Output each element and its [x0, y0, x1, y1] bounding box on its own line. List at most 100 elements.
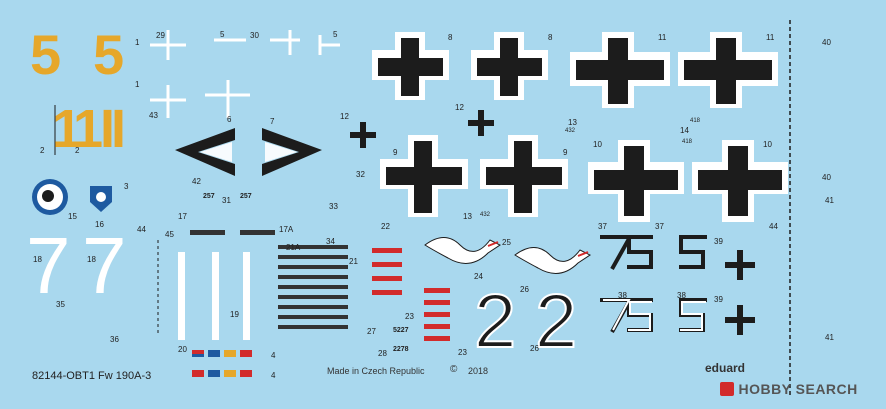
decal-number: 27: [367, 327, 376, 336]
decal-number: 10: [763, 140, 772, 149]
decal-number: 2: [40, 146, 45, 155]
decal-number: 11: [658, 33, 667, 42]
eduard-logo: eduard: [705, 361, 746, 375]
decal-number: 21: [349, 257, 358, 266]
decal-number: 4: [271, 351, 276, 360]
chevron-icon: [175, 128, 322, 176]
yellow-numeral: 5: [93, 23, 125, 86]
decal-number: 42: [192, 177, 201, 186]
decal-number: 39: [714, 295, 723, 304]
outlined-numeral-fill: [603, 299, 706, 331]
decal-number: 30: [250, 31, 259, 40]
small-code: 418: [682, 139, 693, 145]
decal-number: 13: [463, 212, 472, 221]
decal-number: 1: [135, 38, 140, 47]
decal-number: 12: [455, 103, 464, 112]
yellow-numeral: II: [100, 99, 126, 159]
yellow-numeral: 5: [30, 23, 62, 86]
decal-number: 22: [381, 222, 390, 231]
outlined-numeral-icon: [600, 235, 707, 333]
white-cross-icon: [150, 30, 340, 118]
decal-number: 13: [568, 118, 577, 127]
decal-number: 11: [766, 33, 775, 42]
serial-number: 5227: [393, 327, 409, 334]
decal-number: 8: [448, 33, 453, 42]
decal-number: 9: [393, 148, 398, 157]
balkenkreuz-icon: [380, 135, 788, 222]
decal-number: 31: [222, 196, 231, 205]
decal-number: 32: [356, 170, 365, 179]
decal-number: 37: [598, 222, 607, 231]
decal-number: 14: [680, 126, 689, 135]
decal-number: 23: [405, 312, 414, 321]
decal-number: 26: [530, 344, 539, 353]
decal-number: 38: [618, 291, 627, 300]
decal-number: 17: [178, 212, 187, 221]
decal-number: 26: [520, 285, 529, 294]
decal-number: 36: [110, 335, 119, 344]
small-code: 418: [690, 118, 701, 124]
decal-number: 16: [95, 220, 104, 229]
small-code: 432: [565, 128, 576, 134]
decal-number: 40: [822, 173, 831, 182]
decal-number: 4: [271, 371, 276, 380]
flag-icon: [192, 350, 252, 377]
decal-number: 17A: [279, 225, 294, 234]
fish-dragon-icon: [424, 237, 591, 274]
decal-number: 7: [270, 117, 275, 126]
decal-number: 5: [333, 30, 338, 39]
decal-number: 6: [227, 115, 232, 124]
decal-number: 21A: [286, 243, 301, 252]
decal-number: 1: [135, 80, 140, 89]
decal-number: 12: [340, 112, 349, 121]
decal-number: 41: [825, 333, 834, 342]
copyright-symbol: ©: [450, 364, 458, 375]
decal-number: 23: [458, 348, 467, 357]
decal-number: 37: [655, 222, 664, 231]
black-numeral: 2: [473, 278, 517, 365]
small-code: 432: [480, 212, 491, 218]
decal-number: 20: [178, 345, 187, 354]
decal-number: 39: [714, 237, 723, 246]
white-numeral: 7: [26, 221, 71, 310]
decal-number: 2: [75, 146, 80, 155]
decal-number: 19: [230, 310, 239, 319]
decal-number: 8: [548, 33, 553, 42]
small-code: 257: [203, 193, 215, 200]
decal-number: 34: [326, 237, 335, 246]
hobby-search-text: HOBBY SEARCH: [738, 380, 858, 397]
decal-number: 18: [33, 255, 42, 264]
sheet-code: 82144-OBT1 Fw 190A-3: [32, 370, 152, 382]
red-stencil-strips: [372, 248, 450, 341]
decal-number: 15: [68, 212, 77, 221]
decal-number: 5: [220, 30, 225, 39]
decal-number: 29: [156, 31, 165, 40]
white-numeral: 7: [82, 221, 127, 310]
decal-number: 40: [822, 38, 831, 47]
decal-number: 33: [329, 202, 338, 211]
decal-number: 28: [378, 349, 387, 358]
decal-number: 41: [825, 196, 834, 205]
decal-number: 24: [474, 272, 483, 281]
yellow-numeral: 11: [52, 99, 103, 159]
decal-number: 44: [137, 225, 146, 234]
stencil-strips: [190, 230, 348, 329]
balkenkreuz-icon: [372, 32, 778, 108]
shield-badge-icon: [90, 186, 112, 212]
decal-number: 38: [677, 291, 686, 300]
decal-number: 35: [56, 300, 65, 309]
small-cross-icon: [350, 110, 755, 335]
year-label: 2018: [468, 366, 489, 376]
black-numeral: 2: [534, 278, 578, 365]
decal-number: 18: [87, 255, 96, 264]
hobby-search-icon: [720, 381, 734, 396]
decal-number: 25: [502, 238, 511, 247]
hobby-search-logo: HOBBY SEARCH: [720, 380, 880, 400]
duck-emblem-icon: [32, 179, 68, 215]
decal-number: 45: [165, 230, 174, 239]
decal-number: 43: [149, 111, 158, 120]
decal-number: 3: [124, 182, 129, 191]
small-code: 257: [240, 193, 252, 200]
